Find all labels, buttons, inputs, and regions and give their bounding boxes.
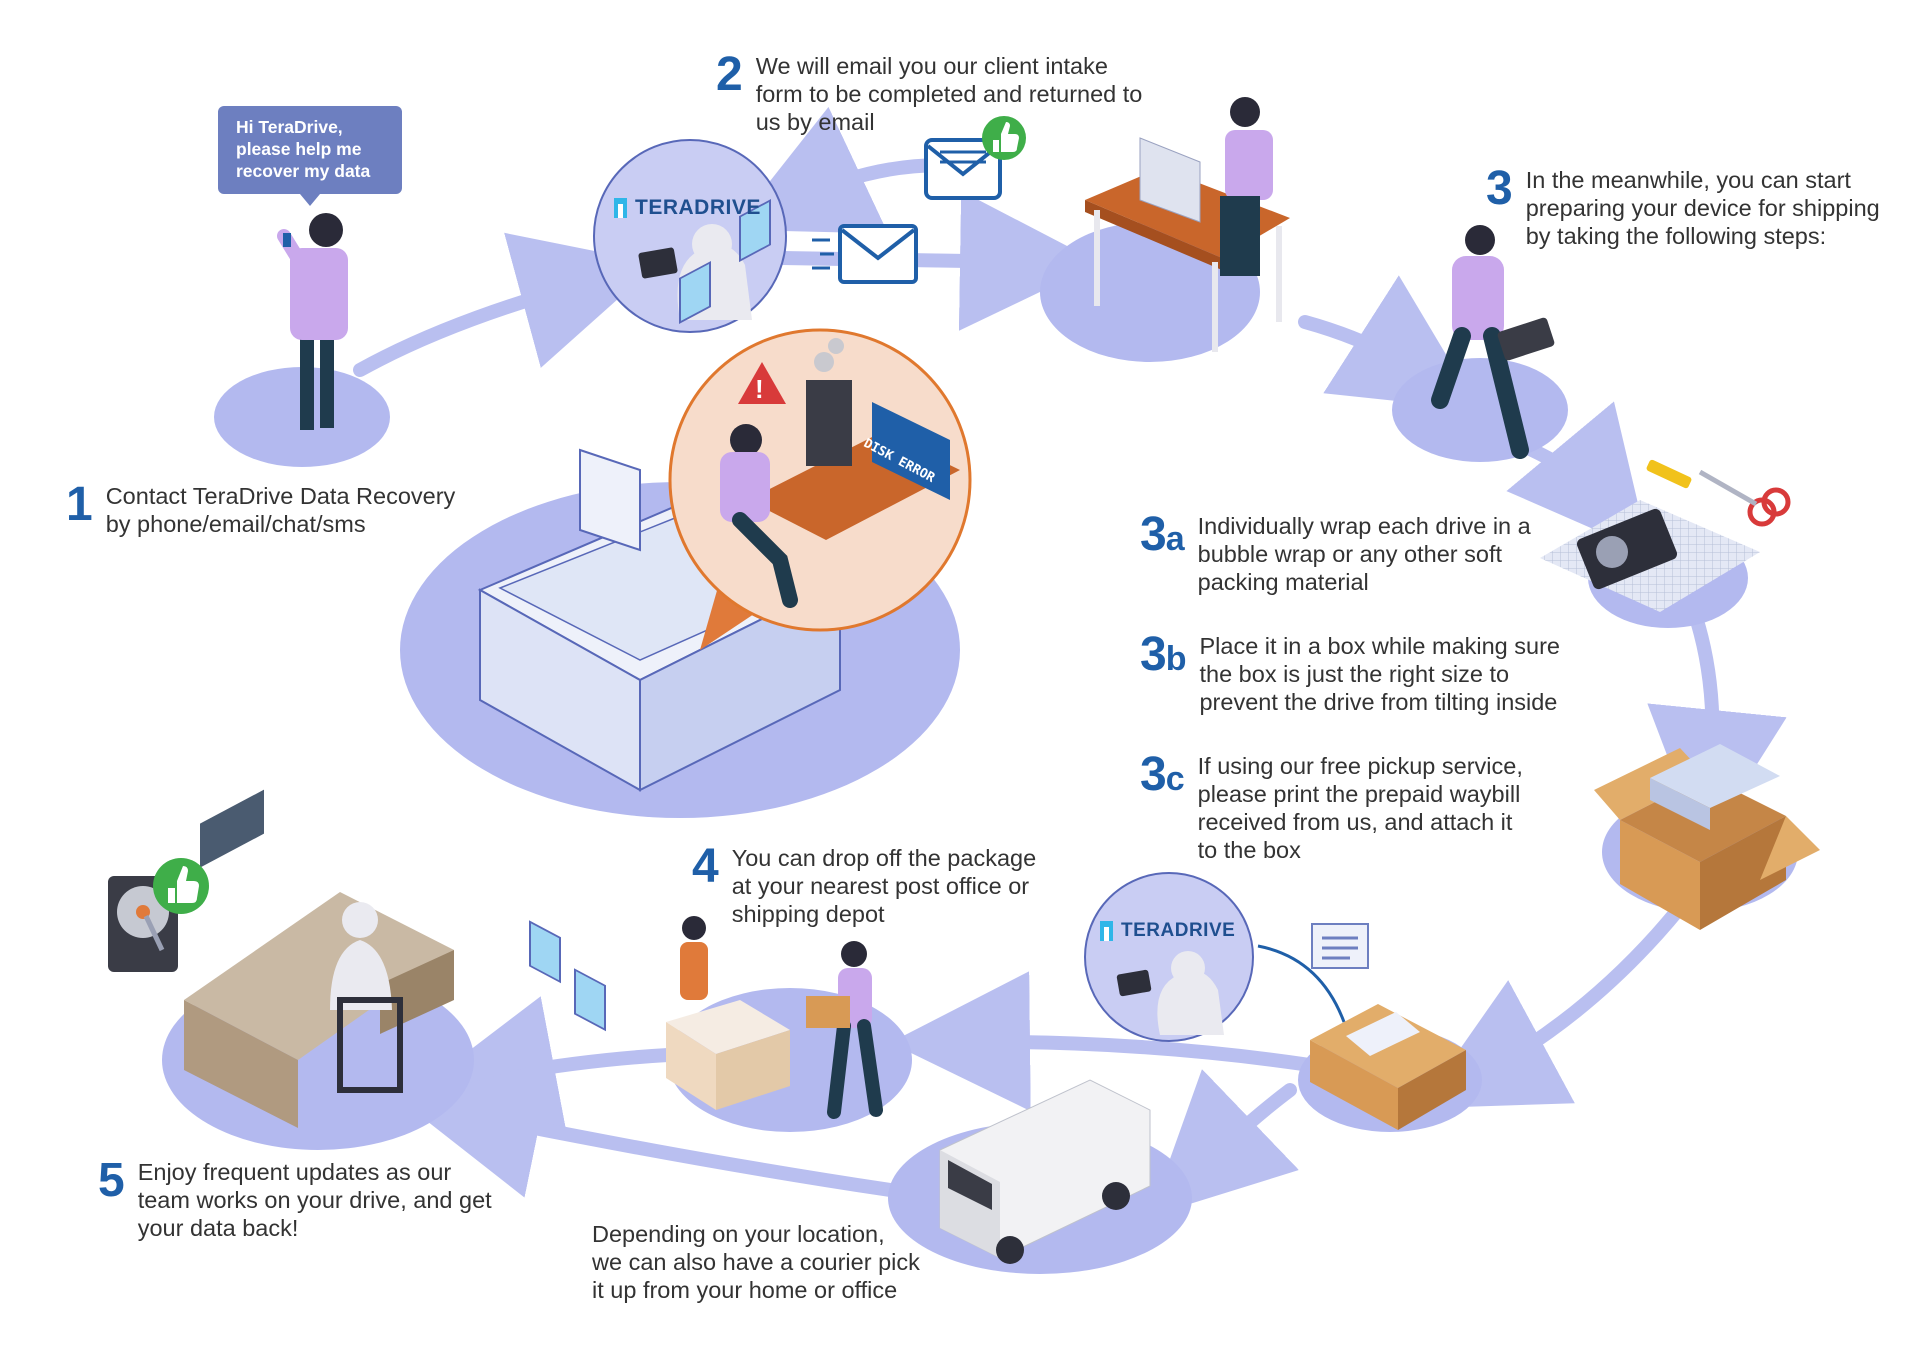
step-text: In the meanwhile, you can start preparin… [1525,167,1880,249]
step-number: 5 [98,1154,125,1207]
step-5: 5 Enjoy frequent updates as our team wor… [98,1154,492,1242]
lab-technician-icon [162,789,474,1150]
teradrive-mark-icon [614,198,627,218]
step-number: 3b [1140,628,1186,681]
step-3b: 3b Place it in a box while making sure t… [1140,628,1560,716]
step-number: 2 [716,48,743,101]
step-3a: 3a Individually wrap each drive in a bub… [1140,508,1531,596]
arrow-label-to-van [1149,1069,1299,1217]
step-2: 2 We will email you our client intake fo… [716,48,1143,136]
step-text: Place it in a box while making sure the … [1199,633,1560,715]
person-phone-icon [214,213,390,467]
step-number: 1 [66,478,93,531]
step-text: Contact TeraDrive Data Recovery by phone… [105,483,456,537]
teradrive-logo-bottom: TERADRIVE [1100,920,1235,942]
arrow-post-to-lab [416,996,675,1134]
send-envelope-icon [812,224,918,284]
warning-exclamation: ! [755,374,764,404]
arrow-van-to-lab [401,1060,897,1198]
disk-error-scene-icon [668,328,972,650]
arrow-box-to-label [1418,888,1697,1109]
step-3: 3 In the meanwhile, you can start prepar… [1486,162,1880,250]
person-carrying-drive-icon [1392,225,1568,462]
logo-text: TERADRIVE [635,196,761,219]
bubble-wrap-icon [1540,459,1791,628]
step-text: Enjoy frequent updates as our team works… [137,1159,492,1241]
bubble-line: Hi TeraDrive, [236,117,343,137]
step-text: We will email you our client intake form… [755,53,1143,135]
bubble-line: recover my data [236,161,371,181]
step-number: 3 [1486,162,1513,215]
step-text: Individually wrap each drive in a bubble… [1197,513,1531,595]
thumbs-up-icon [982,116,1026,160]
step-number: 3a [1140,508,1185,561]
arrow-desk-to-3 [1298,275,1479,410]
chat-bubble: Hi TeraDrive, please help me recover my … [218,106,402,194]
box-icon [1594,744,1820,930]
step-1: 1 Contact TeraDrive Data Recovery by pho… [66,478,456,538]
step-number: 3c [1140,748,1185,801]
step-text: You can drop off the package at your nea… [731,845,1037,927]
arrow-label-to-post [890,971,1317,1112]
teradrive-logo-top: TERADRIVE [614,196,761,220]
logo-text: TERADRIVE [1121,920,1236,941]
teradrive-mark-icon [1100,921,1113,941]
teradrive-bottom-icon [1084,872,1254,1042]
step-number: 4 [692,840,719,893]
desk-computer-icon [1040,97,1290,362]
waybill-icon [1257,923,1369,1023]
envelope-icon [924,138,1002,200]
thumbs-up-icon [153,858,209,914]
arrow-1-to-2 [353,232,658,377]
labeled-box-icon [1298,1004,1482,1132]
courier-note: Depending on your location, we can also … [592,1221,920,1303]
warning-icon [738,362,786,404]
van-icon [888,1079,1192,1274]
chat-bubble-tail [300,194,320,206]
post-office-icon [666,916,912,1132]
step-text: If using our free pickup service, please… [1197,753,1523,863]
step-3c: 3c If using our free pickup service, ple… [1140,748,1523,864]
bubble-line: please help me [236,139,362,159]
step-4: 4 You can drop off the package at your n… [692,840,1037,928]
